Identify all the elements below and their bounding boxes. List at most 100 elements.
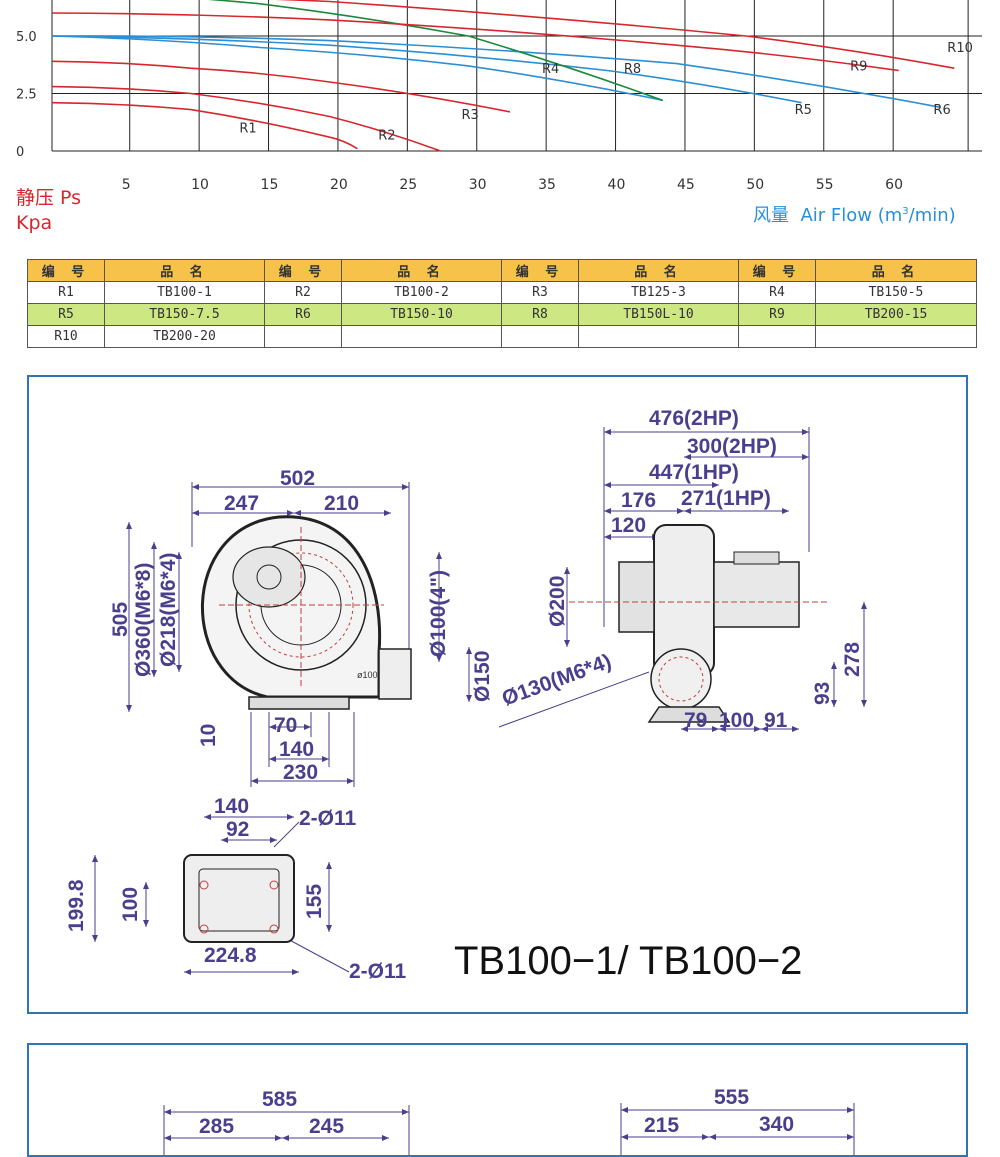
table-cell: R1 [27,281,105,304]
table-row: R5 TB150-7.5 R6 TB150-10 R8 TB150L-10 R9… [27,303,977,326]
table-cell [341,325,502,348]
x-tick-label: 55 [815,177,834,193]
dim-230: 230 [283,761,319,784]
header-code: 编 号 [264,259,342,282]
x-tick-label: 60 [885,177,903,193]
dim-502: 502 [280,467,316,490]
series-line-r4 [51,35,663,102]
x-axis-label-sup: 3 [902,206,909,217]
dim-271: 271(1HP) [681,487,771,510]
series-line-r1 [51,101,358,150]
table-cell: R10 [27,325,105,348]
dim-555: 555 [714,1086,750,1109]
y-tick-label: 0 [16,145,24,160]
curve-label-r9: R9 [850,60,867,75]
base-view [183,854,295,943]
series-line-r3 [51,60,511,113]
dim-176: 176 [621,489,657,512]
x-tick-label: 45 [676,177,695,193]
table-cell [264,325,342,348]
dim-base-92: 92 [226,818,250,841]
x-axis-label-en: Air Flow (m [800,205,903,226]
table-cell: TB100-1 [104,281,265,304]
x-axis-label-cn: 风量 [753,205,789,226]
dim-360: Ø360(M6*8) [132,562,155,677]
table-cell: TB150L-10 [578,303,739,326]
dim-small-100: ø100 [357,670,378,680]
x-tick-label: 15 [260,177,279,193]
curve-label-r4: R4 [542,62,559,77]
dim-150: Ø150 [471,650,494,702]
x-tick-label: 20 [329,177,348,193]
dim-120: 120 [611,514,647,537]
dim-100-4in: Ø100(4") [427,570,450,657]
dim-100-side: 100 [719,709,755,732]
curve-label-r6: R6 [933,103,950,118]
front-view [200,515,412,710]
dim-215: 215 [644,1114,680,1137]
table-cell: R2 [264,281,342,304]
dim-199-8: 199.8 [65,879,88,932]
y-tick-label: 2.5 [16,88,37,103]
dim-10: 10 [197,723,220,747]
table-cell: TB150-10 [341,303,502,326]
table-cell [501,325,579,348]
header-code: 编 号 [27,259,105,282]
x-tick-label: 30 [468,177,487,193]
dim-base-140: 140 [214,795,250,818]
series-line-r8 [207,0,664,102]
header-code: 编 号 [501,259,579,282]
table-cell: R8 [501,303,579,326]
table-cell: R4 [738,281,816,304]
x-tick-label: 35 [538,177,556,193]
drawing-panel-tb100: 502 247 210 505 Ø360(M6*8) Ø218(M6*4) Ø1… [27,375,968,1014]
dim-300: 300(2HP) [687,435,777,458]
table-row: R1 TB100-1 R2 TB100-2 R3 TB125-3 R4 TB15… [27,281,977,304]
curve-label-r1: R1 [239,122,256,137]
header-name: 品 名 [104,259,265,282]
dim-245: 245 [309,1115,345,1138]
table-cell: R9 [738,303,816,326]
x-tick-label: 5 [121,177,131,193]
table-header-row: 编 号 品 名 编 号 品 名 编 号 品 名 编 号 品 名 [27,259,977,282]
dim-base-155: 155 [303,883,326,919]
dim-140: 140 [279,738,315,761]
dim-247: 247 [224,492,260,515]
header-name: 品 名 [578,259,739,282]
header-name: 品 名 [341,259,502,282]
curve-label-r2: R2 [378,129,395,144]
header-code: 编 号 [738,259,816,282]
side-view [569,524,829,723]
y-axis-label-line2: Kpa [16,212,53,234]
x-tick-label: 25 [399,177,418,193]
curve-label-r3: R3 [461,108,478,123]
table-cell: TB200-20 [104,325,265,348]
dim-505: 505 [109,601,132,637]
x-tick-label: 50 [746,177,765,193]
x-tick-label: 10 [191,177,209,193]
y-axis-title: 静压 Ps Kpa [16,186,81,236]
series-line-r6 [51,35,941,109]
table-cell: TB100-2 [341,281,502,304]
dim-hole-top: 2-Ø11 [299,807,357,830]
table-cell: R5 [27,303,105,326]
dim-218: Ø218(M6*4) [157,552,180,667]
dim-91: 91 [764,709,788,732]
table-row: R10 TB200-20 [27,325,977,348]
table-cell: TB200-15 [815,303,977,326]
series-line-r5 [51,35,802,104]
dim-285: 285 [199,1115,235,1138]
dim-base-100: 100 [119,886,142,922]
table-cell [738,325,816,348]
dim-93: 93 [811,681,834,705]
dim-hole-bottom: 2-Ø11 [349,960,407,983]
dim-585: 585 [262,1088,298,1111]
dim-70: 70 [274,714,298,737]
series-line-r10 [275,0,955,69]
dim-210: 210 [324,492,360,515]
table-cell [578,325,739,348]
model-table: 编 号 品 名 编 号 品 名 编 号 品 名 编 号 品 名 R1 TB100… [27,259,977,348]
dim-79: 79 [684,709,708,732]
drawing2-lines [163,1103,855,1155]
drawing-panel-2: 585 285 245 555 215 340 [27,1043,968,1157]
